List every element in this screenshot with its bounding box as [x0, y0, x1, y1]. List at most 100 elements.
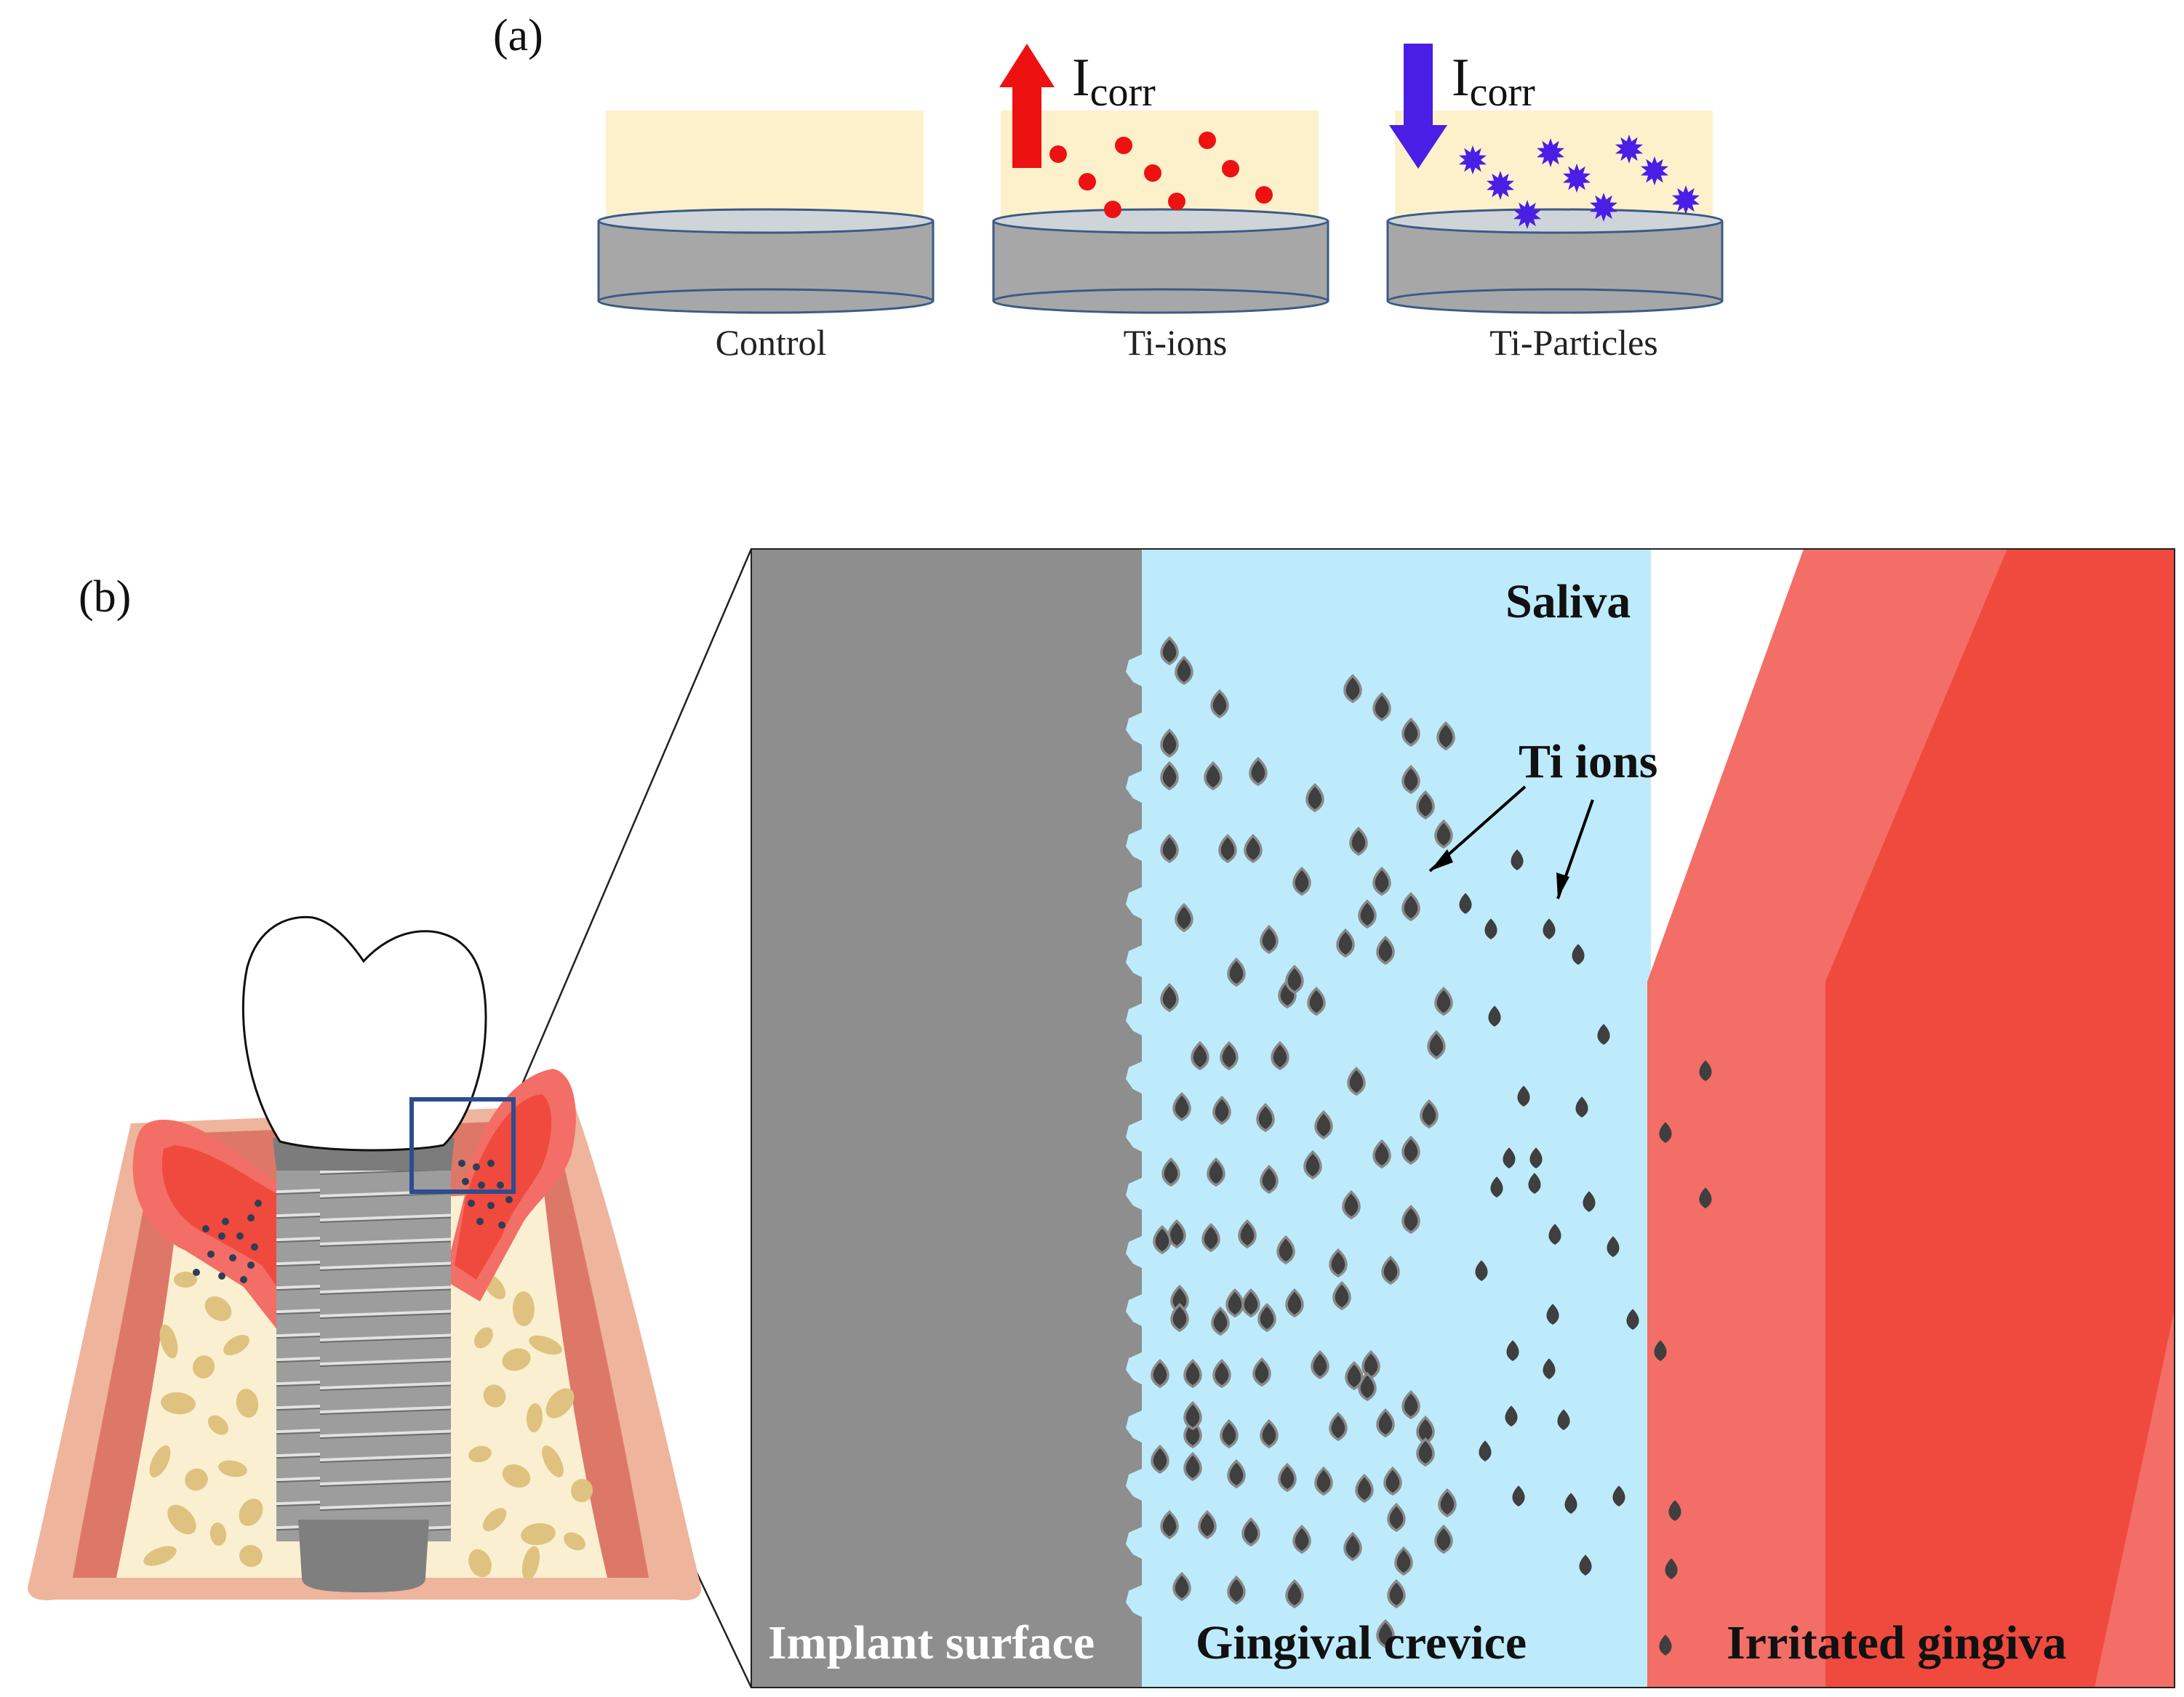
bone-spot: [143, 1546, 177, 1566]
ti-ion: [1357, 1477, 1372, 1500]
panel-b-label: (b): [79, 572, 132, 622]
ti-ion: [1699, 1187, 1712, 1208]
ti-ion: [1404, 895, 1418, 918]
ti-ion: [1404, 1393, 1418, 1416]
bone-trabecular-spots: [143, 1272, 593, 1581]
surface-bump: [1126, 1062, 1142, 1094]
ti-ion: [1316, 1469, 1331, 1493]
ti-ion: [1222, 1044, 1236, 1067]
ti-ion: [1385, 1469, 1400, 1493]
ti-ion: [1572, 944, 1585, 965]
gum-ion-dot: [251, 1243, 258, 1251]
ti-ions-label: Ti ions: [1519, 735, 1658, 788]
disc-side: [1388, 221, 1722, 301]
bone-spot: [167, 1504, 196, 1535]
gum-ion-dot: [498, 1221, 505, 1229]
gum-ion-dot: [462, 1178, 469, 1185]
bone-spot: [468, 1445, 492, 1463]
bone-spot: [545, 1388, 575, 1419]
implant-surface-roughness: [1126, 654, 1142, 1617]
ti-ion: [1229, 1462, 1244, 1485]
ti-ion: [1378, 939, 1393, 962]
sample-label-ti-ions: Ti-ions: [1123, 322, 1228, 363]
ti-particle-stars: [1459, 135, 1700, 229]
ti-ion: [1543, 918, 1556, 939]
ti-ion: [1260, 1306, 1274, 1329]
surface-bump: [1126, 945, 1142, 977]
surface-bump: [1126, 1294, 1142, 1326]
ti-ion: [1418, 1440, 1433, 1464]
ti-particle-star: [1487, 171, 1514, 200]
ti-ion: [1204, 1226, 1218, 1249]
ti-ion: [1240, 1222, 1255, 1245]
ti-ion: [1338, 931, 1353, 955]
gum-ion-dots: [193, 1160, 513, 1283]
ti-ion: [1164, 1160, 1178, 1184]
ti-ion: [1418, 1419, 1433, 1442]
ti-ion: [1597, 1024, 1610, 1045]
bone-spot: [208, 1415, 228, 1435]
gum-ion-dot: [236, 1232, 244, 1240]
bone-spot: [239, 1499, 263, 1526]
ti-ion: [1436, 1528, 1451, 1551]
ti-ion: [1258, 1106, 1273, 1129]
ti-ion: [1215, 1362, 1229, 1385]
bone-spot: [204, 1296, 232, 1321]
ti-ion: [1206, 764, 1220, 787]
ti-ion: [1659, 1634, 1672, 1656]
surface-bump: [1126, 829, 1142, 861]
ti-ion: [1440, 1491, 1455, 1515]
ti-ion-dot: [1199, 132, 1216, 149]
implant-surface-label: Implant surface: [768, 1616, 1095, 1669]
disc-side: [993, 221, 1328, 301]
bone-spot: [174, 1272, 197, 1288]
gum-ion-dot: [218, 1272, 225, 1280]
disc-top: [1386, 208, 1724, 234]
ti-ion: [1344, 1193, 1359, 1216]
ti-ion: [1488, 1006, 1501, 1027]
gum-ion-dot: [476, 1218, 484, 1225]
ti-particle-star: [1615, 135, 1643, 164]
ti-ion: [1185, 1404, 1200, 1427]
bone-spot: [236, 1389, 259, 1418]
ti-ion: [1162, 986, 1177, 1009]
ti-ion: [1287, 1291, 1302, 1315]
ti-ion: [1436, 822, 1451, 846]
icorr-label-ions: Icorr: [1072, 51, 1156, 113]
ti-ion: [1228, 1291, 1242, 1315]
gum-ion-dot: [497, 1182, 504, 1189]
ti-ion: [1583, 1191, 1596, 1212]
ti-ion: [1389, 1582, 1404, 1605]
ti-ion: [1185, 1422, 1200, 1445]
bone-spot: [474, 1327, 493, 1349]
ti-ion: [1517, 1086, 1530, 1107]
bone-spot: [192, 1355, 215, 1379]
ti-ion: [1668, 1500, 1681, 1521]
ti-ion: [1229, 960, 1244, 984]
icorr-symbol: I: [1072, 48, 1090, 108]
icorr-symbol: I: [1452, 48, 1470, 108]
surface-bump: [1126, 1236, 1142, 1268]
bone-spot: [521, 1523, 556, 1546]
ti-ion: [1251, 760, 1265, 783]
ti-ion: [1347, 1364, 1361, 1387]
ti-ion: [1193, 1044, 1207, 1067]
ti-ion-dot: [1222, 160, 1239, 177]
ti-ion: [1175, 1095, 1189, 1118]
disc-top: [597, 208, 935, 234]
bone-spot: [483, 1384, 506, 1408]
ti-ion: [1575, 1096, 1588, 1118]
ti-ion: [1564, 1493, 1577, 1514]
ti-ion: [1429, 1033, 1444, 1056]
ti-ion: [1436, 990, 1451, 1013]
ti-ion: [1439, 724, 1453, 747]
ti-ion: [1546, 1304, 1559, 1325]
sample-label-ti-particles: Ti-Particles: [1489, 322, 1658, 363]
ti-ion: [1262, 1422, 1276, 1445]
ti-ion: [1331, 1415, 1345, 1438]
gum-ion-dot: [240, 1276, 247, 1283]
irritated-gingiva-label: Irritated gingiva: [1727, 1616, 2067, 1669]
ti-ion-dot: [1144, 164, 1161, 182]
ti-ion: [1222, 1422, 1236, 1445]
